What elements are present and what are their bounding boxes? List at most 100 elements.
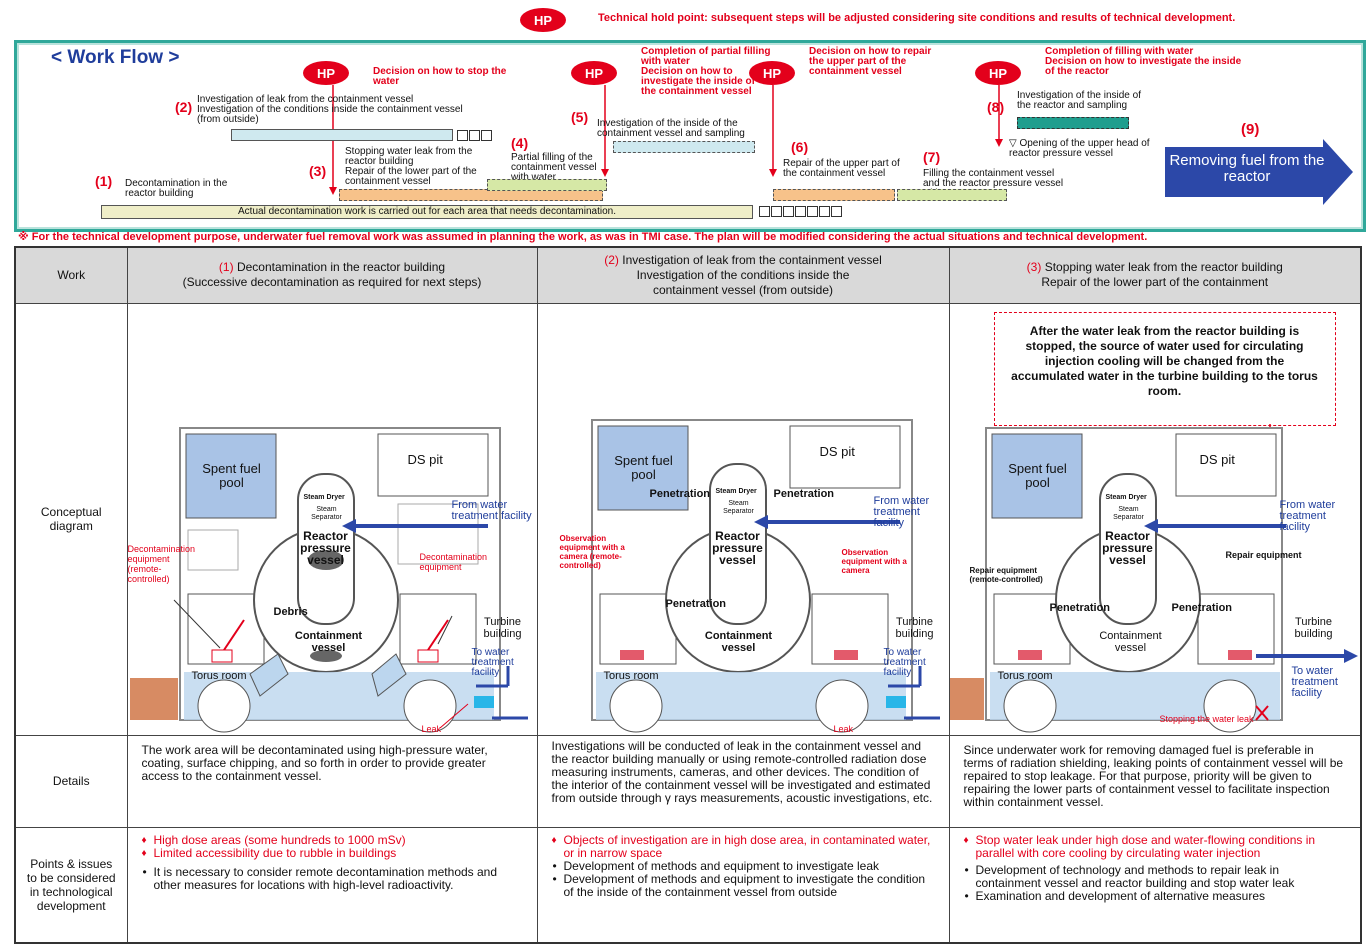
diagram-2: Spent fuel pool DS pit Steam Dryer Steam…	[536, 302, 950, 736]
list-item: Examination and development of alternati…	[964, 889, 1347, 903]
step-3-text: Stopping water leak from the reactor bui…	[345, 146, 477, 187]
step-6-text: Repair of the upper part of the containm…	[783, 158, 900, 179]
spent-fuel-pool-label: Spent fuel pool	[614, 452, 673, 482]
step-1-square	[795, 206, 806, 217]
step-2-square	[469, 130, 480, 141]
to-water-label: To water treatment facility	[883, 646, 926, 678]
col1-details: The work area will be decontaminated usi…	[126, 734, 538, 828]
step-4-bar	[487, 179, 607, 191]
containment-vessel-label: Containment vessel	[294, 629, 363, 654]
leak-label: Leak	[421, 723, 442, 734]
col2-header: (2) Investigation of leak from the conta…	[536, 246, 950, 304]
step-1-square	[819, 206, 830, 217]
work-table: Work (1) Decontamination in the reactor …	[14, 246, 1362, 944]
col1-title: Decontamination in the reactor building	[236, 260, 446, 275]
step-7-bar	[897, 189, 1007, 201]
step-1-square	[831, 206, 842, 217]
penetration-label: Penetration	[1049, 601, 1111, 614]
hp-label-1: Decision on how to stop the water	[373, 66, 507, 87]
step-8-num: (8)	[987, 99, 1005, 115]
steam-dryer-label: Steam Dryer	[1105, 493, 1147, 501]
hp-marker-3: HP	[749, 61, 795, 85]
step-1-text: Decontamination in the reactor building	[125, 178, 228, 199]
step-1-bar: Actual decontamination work is carried o…	[101, 205, 753, 219]
ds-pit-label: DS pit	[819, 443, 855, 459]
col2-num: (2)	[604, 252, 619, 267]
col1-num: (1)	[218, 260, 234, 275]
rpv-label: Reactor pressure vessel	[300, 528, 351, 567]
hp-label-4: Completion of filling with water Decisio…	[1045, 46, 1242, 77]
hp-label-2: Completion of partial filling with water…	[641, 46, 771, 97]
col3-details: Since underwater work for removing damag…	[948, 734, 1362, 828]
col3-note-text: After the water leak from the reactor bu…	[1011, 323, 1318, 398]
list-item: Limited accessibility due to rubble in b…	[142, 846, 523, 860]
col2-sub: Investigation of the conditions inside t…	[636, 267, 850, 297]
decon-label: Decontamination equipment	[419, 551, 488, 572]
col3-title: Stopping water leak from the reactor bui…	[1044, 260, 1283, 275]
step-3-bar	[339, 189, 603, 201]
step-9-arrow	[1165, 139, 1353, 205]
penetration-label: Penetration	[1171, 601, 1233, 614]
col1-header: (1) Decontamination in the reactor build…	[126, 246, 538, 304]
col3-num: (3)	[1026, 260, 1042, 275]
step-1-square	[771, 206, 782, 217]
step-2-square	[457, 130, 468, 141]
step-2-bar	[231, 129, 453, 141]
workflow-title: < Work Flow >	[51, 47, 180, 68]
step-6-num: (6)	[791, 139, 809, 155]
decon-remote-label: Decontamination equipment (remote-contro…	[127, 543, 196, 584]
step-9-text: Removing fuel from the reactor	[1169, 152, 1325, 185]
col3-sub: Repair of the lower part of the containm…	[1041, 275, 1269, 290]
col2-title: Investigation of leak from the containme…	[622, 252, 882, 267]
row-label-diagram: Conceptual diagram	[14, 302, 128, 736]
step-3-num: (3)	[309, 163, 327, 179]
building-drawing	[129, 426, 528, 732]
step-8-text: Investigation of the inside of the react…	[1017, 90, 1141, 111]
ds-pit-label: DS pit	[407, 451, 443, 467]
hp-legend-text: Technical hold point: subsequent steps w…	[598, 12, 1236, 24]
steam-separator-label: Steam Separator	[723, 499, 754, 515]
col3-header: (3) Stopping water leak from the reactor…	[948, 246, 1362, 304]
turbine-building-label: Turbine building	[1294, 615, 1333, 640]
repair-label: Repair equipment	[1225, 549, 1302, 560]
containment-vessel-label: Containment vessel	[1099, 629, 1162, 654]
steam-dryer-label: Steam Dryer	[715, 487, 757, 495]
rpv-label: Reactor pressure vessel	[712, 528, 763, 567]
row-label-points: Points & issues to be considered in tech…	[14, 826, 128, 944]
turbine-building-label: Turbine building	[483, 615, 522, 640]
hp-marker-1: HP	[303, 61, 349, 85]
step-2-num: (2)	[175, 99, 193, 115]
torus-room-label: Torus room	[191, 669, 247, 682]
step-8-bar	[1017, 117, 1129, 129]
list-item: Development of methods and equipment to …	[552, 859, 935, 873]
col3-note	[993, 311, 1336, 426]
hp-marker-2: HP	[571, 61, 617, 85]
penetration-label: Penetration	[665, 597, 727, 610]
spent-fuel-pool-label: Spent fuel pool	[1008, 460, 1067, 490]
step-6-bar	[773, 189, 895, 201]
from-water-label: From water treatment facility	[873, 494, 930, 529]
planning-note: ※ For the technical development purpose,…	[18, 231, 1148, 243]
table-row: Conceptual diagram	[14, 302, 1362, 736]
step-2-text: Investigation of leak from the containme…	[197, 94, 463, 125]
step-5-num: (5)	[571, 109, 589, 125]
row-label-details: Details	[14, 734, 128, 828]
table-row: Details The work area will be decontamin…	[14, 734, 1362, 828]
building-drawing	[590, 418, 940, 732]
torus-room-label: Torus room	[603, 669, 659, 682]
from-water-label: From water treatment facility	[1279, 498, 1336, 533]
step-1-square	[759, 206, 770, 217]
hp-marker-4: HP	[975, 61, 1021, 85]
obs-label: Observation equipment with a camera	[841, 547, 907, 575]
from-water-label: From water treatment facility	[451, 498, 532, 522]
step-1-num: (1)	[95, 173, 113, 189]
step-2-square	[481, 130, 492, 141]
col2-details: Investigations will be conducted of leak…	[536, 734, 950, 828]
hp-label-3: Decision on how to repair the upper part…	[809, 46, 932, 77]
row-label-work: Work	[14, 246, 128, 304]
col1-points: High dose areas (some hundreds to 1000 m…	[126, 826, 538, 944]
list-item: It is necessary to consider remote decon…	[142, 865, 523, 892]
stopping-leak-label: Stopping the water leak	[1159, 713, 1254, 724]
list-item: Stop water leak under high dose and wate…	[964, 833, 1347, 860]
list-item: Development of technology and methods to…	[964, 863, 1347, 890]
